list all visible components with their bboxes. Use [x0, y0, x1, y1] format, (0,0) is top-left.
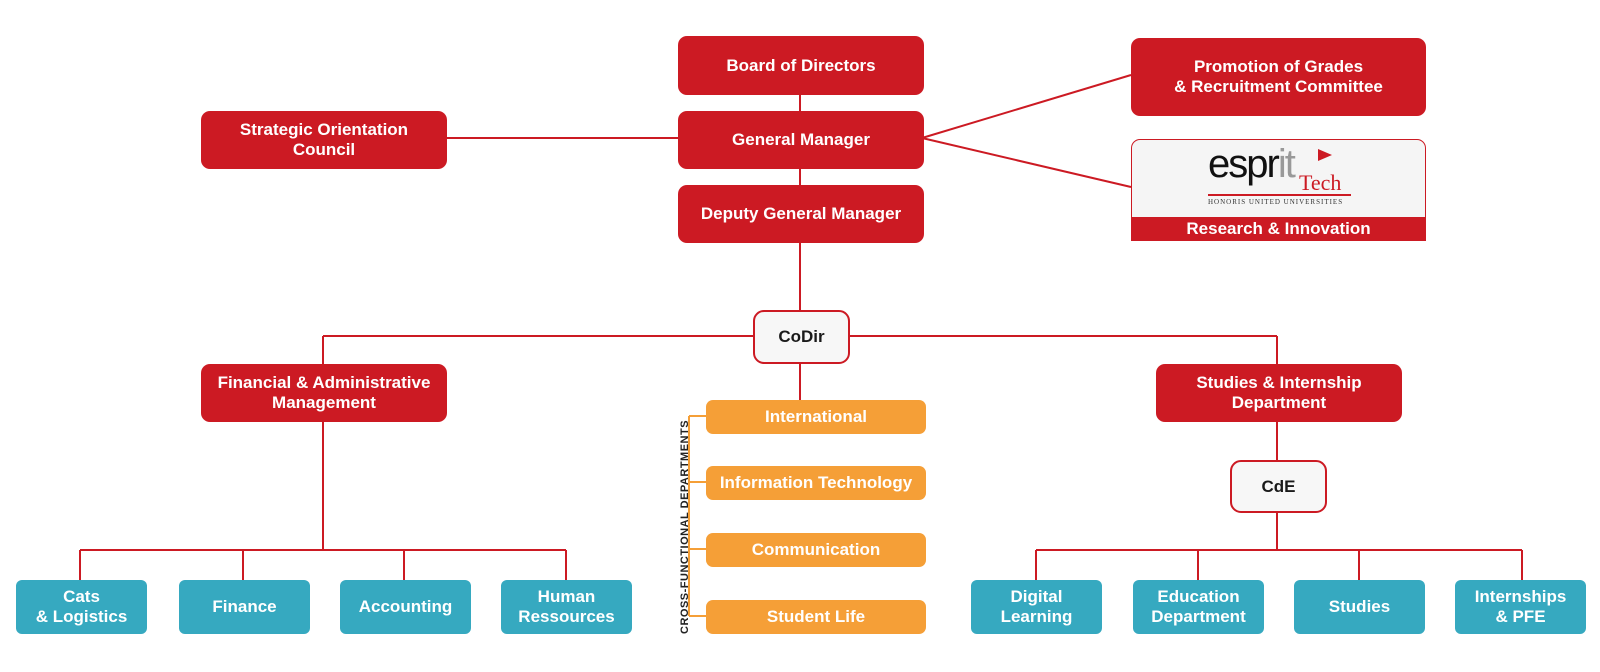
service-studies: Studies	[1294, 580, 1425, 634]
cde-box: CdE	[1230, 460, 1327, 513]
logo-tech: Tech	[1299, 170, 1342, 195]
financial-management-box: Financial & Administrative Management	[201, 364, 447, 422]
studies-internship-box: Studies & Internship Department	[1156, 364, 1402, 422]
esprit-tech-logo: esprit Tech HONORIS UNITED UNIVERSITIES	[1132, 140, 1425, 218]
general-manager-box: General Manager	[678, 111, 924, 169]
cross-functional-label: CROSS-FUNCTIONAL DEPARTMENTS	[679, 419, 691, 634]
board-of-directors-box: Board of Directors	[678, 36, 924, 95]
cross-dept-communication: Communication	[706, 533, 926, 567]
codir-box: CoDir	[753, 310, 850, 364]
cross-dept-information-technology: Information Technology	[706, 466, 926, 500]
logo-tagline: HONORIS UNITED UNIVERSITIES	[1208, 198, 1344, 206]
cross-dept-student-life: Student Life	[706, 600, 926, 634]
service-cats-logistics: Cats & Logistics	[16, 580, 147, 634]
service-accounting: Accounting	[340, 580, 471, 634]
logo-underline	[1208, 194, 1351, 196]
research-label: Research & Innovation	[1132, 217, 1425, 240]
strategic-council-box: Strategic Orientation Council	[201, 111, 447, 169]
logo-wordmark: esprit	[1208, 142, 1296, 187]
service-finance: Finance	[179, 580, 310, 634]
promotion-committee-box: Promotion of Grades & Recruitment Commit…	[1131, 38, 1426, 116]
service-human-resources: Human Ressources	[501, 580, 632, 634]
research-innovation-box: esprit Tech HONORIS UNITED UNIVERSITIES …	[1131, 139, 1426, 241]
service-internships-pfe: Internships & PFE	[1455, 580, 1586, 634]
service-education-department: Education Department	[1133, 580, 1264, 634]
flag-icon	[1318, 149, 1332, 161]
logo-wordmark-main: espr	[1208, 142, 1280, 186]
logo-wordmark-it: it	[1277, 142, 1296, 186]
deputy-general-manager-box: Deputy General Manager	[678, 185, 924, 243]
cross-dept-international: International	[706, 400, 926, 434]
service-digital-learning: Digital Learning	[971, 580, 1102, 634]
